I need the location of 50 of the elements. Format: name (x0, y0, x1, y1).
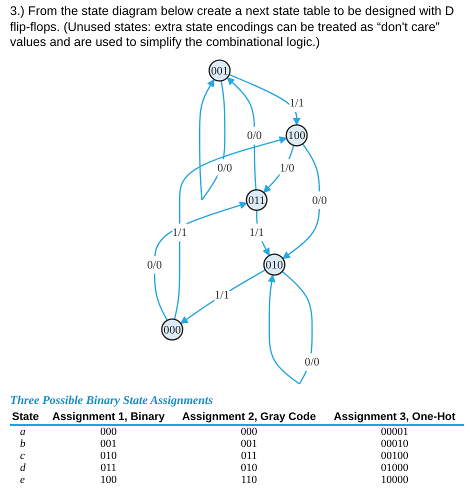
arrow (268, 270, 313, 384)
edge-label: 0/0 (247, 128, 262, 142)
table-cell-text: e (19, 474, 26, 486)
table-cell: a (10, 425, 44, 438)
arrow (282, 143, 320, 259)
table-cell-text: 10000 (380, 474, 410, 486)
edge-label: 0/0 (304, 354, 320, 368)
table-cell-text: 110 (240, 474, 258, 486)
column-header: Assignment 3, One-Hot (325, 410, 464, 425)
node-circle: 001 (208, 59, 231, 82)
edge-label: 0/0 (147, 258, 162, 271)
edge-label: 1/0 (280, 160, 294, 174)
table-cell-text: d (19, 462, 26, 474)
arrow (199, 78, 226, 200)
edge-label: 1/1 (172, 225, 188, 239)
table-cell-text: 01000 (380, 462, 410, 474)
edge-label: 1/1 (214, 288, 230, 302)
table-cell-text: 001 (99, 438, 118, 450)
table-cell-text: 010 (240, 462, 258, 474)
arrow (228, 74, 301, 126)
table-caption: Three Possible Binary State Assignments (10, 393, 214, 408)
arrow (256, 210, 270, 256)
edge-label: 0/0 (217, 160, 232, 174)
table-cell-text: c (19, 450, 26, 462)
node-circle: 000 (161, 318, 184, 340)
column-header: Assignment 1, Binary (44, 410, 173, 425)
arrow (226, 77, 257, 190)
column-header: Assignment 2, Gray Code (172, 410, 326, 425)
edge-label: 0/0 (312, 193, 327, 206)
table-cell: 00001 (325, 425, 464, 438)
table-cell-text: 011 (99, 462, 118, 474)
edge-label: 1/1 (249, 225, 264, 239)
node-circle: 011 (246, 189, 268, 211)
node-circle: 010 (263, 253, 286, 276)
table-cell-text: 00010 (380, 438, 410, 450)
table-cell-text: 100 (99, 474, 118, 486)
table-cell-text: 00100 (380, 450, 410, 462)
arrow (180, 269, 266, 324)
problem-text: 3.) From the state diagram below create a next state table to be designed with D flip-flops. (Unused states: extra state encodings can be treated as “don't care” values and are used to simplify the combinational logic.) (10, 4, 455, 51)
edge-label: 1/1 (289, 96, 304, 110)
table-cell-text: 010 (99, 450, 118, 462)
arrow (154, 201, 248, 321)
table-cell-text: 001 (240, 438, 258, 450)
table-cell: 000 (172, 425, 326, 438)
node-circle: 100 (286, 124, 308, 146)
column-header: State (10, 410, 44, 425)
table-cell-text: 011 (240, 450, 258, 462)
arrow (263, 145, 294, 193)
table-cell: 000 (44, 425, 173, 438)
table-cell-text: b (19, 438, 26, 450)
